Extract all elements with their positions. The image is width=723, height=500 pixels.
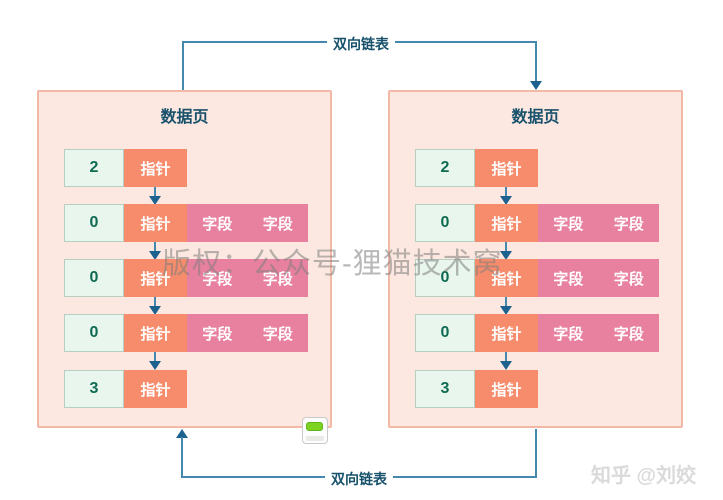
fields-cell: 字段 字段 <box>187 259 308 297</box>
down-arrow-icon <box>498 242 515 260</box>
arrow-up-icon <box>176 429 188 438</box>
record-row: 2 指针 <box>39 149 330 187</box>
field-label: 字段 <box>553 270 584 288</box>
field-label: 字段 <box>262 325 293 343</box>
down-arrow-icon <box>498 297 515 315</box>
field-label: 字段 <box>202 325 233 343</box>
record-row: 2 指针 <box>390 149 681 187</box>
fields-cell: 字段 字段 <box>187 204 308 242</box>
bottom-link-line-left <box>181 437 183 477</box>
record-row: 0 指针 字段 字段 <box>390 314 681 352</box>
record-row: 0 指针 字段 字段 <box>390 204 681 242</box>
data-page-panel-left: 数据页 2 指针 0 指针 字段 字段 0 指针 字段 字段 0 指针 <box>37 90 332 428</box>
field-label: 字段 <box>613 325 644 343</box>
bottom-link-line-right <box>535 429 537 477</box>
collapse-button-icon[interactable] <box>302 417 328 444</box>
record-type-cell: 0 <box>64 259 124 297</box>
panel-title: 数据页 <box>160 109 209 126</box>
pointer-cell: 指针 <box>124 204 187 242</box>
zhihu-watermark: 知乎 @刘姣 <box>591 465 697 487</box>
pointer-cell: 指针 <box>475 259 538 297</box>
field-label: 字段 <box>202 270 233 288</box>
field-label: 字段 <box>553 325 584 343</box>
data-page-panel-right: 数据页 2 指针 0 指针 字段 字段 0 指针 字段 字段 0 指针 <box>388 90 683 428</box>
down-arrow-icon <box>498 187 515 205</box>
field-label: 字段 <box>553 215 584 233</box>
field-label: 字段 <box>613 215 644 233</box>
record-type-cell: 0 <box>415 259 475 297</box>
record-row: 3 指针 <box>390 370 681 408</box>
down-arrow-icon <box>147 187 164 205</box>
down-arrow-icon <box>147 297 164 315</box>
record-type-cell: 0 <box>64 314 124 352</box>
field-label: 字段 <box>613 270 644 288</box>
record-type-cell: 0 <box>415 314 475 352</box>
panel-title: 数据页 <box>511 109 560 126</box>
pointer-cell: 指针 <box>124 259 187 297</box>
fields-cell: 字段 字段 <box>187 314 308 352</box>
pointer-cell: 指针 <box>124 370 187 408</box>
down-arrow-icon <box>147 242 164 260</box>
record-row: 3 指针 <box>39 370 330 408</box>
pointer-cell: 指针 <box>475 314 538 352</box>
top-link-line-right <box>535 42 537 83</box>
top-link-label: 双向链表 <box>327 32 395 56</box>
record-type-cell: 2 <box>415 149 475 187</box>
pointer-cell: 指针 <box>475 149 538 187</box>
arrow-down-icon <box>530 81 542 90</box>
record-type-cell: 0 <box>64 204 124 242</box>
record-row: 0 指针 字段 字段 <box>390 259 681 297</box>
field-label: 字段 <box>262 270 293 288</box>
record-row: 0 指针 字段 字段 <box>39 204 330 242</box>
fields-cell: 字段 字段 <box>538 204 659 242</box>
pointer-cell: 指针 <box>475 204 538 242</box>
pointer-cell: 指针 <box>124 149 187 187</box>
fields-cell: 字段 字段 <box>538 259 659 297</box>
fields-cell: 字段 字段 <box>538 314 659 352</box>
field-label: 字段 <box>262 215 293 233</box>
record-row: 0 指针 字段 字段 <box>39 259 330 297</box>
record-type-cell: 2 <box>64 149 124 187</box>
pointer-cell: 指针 <box>475 370 538 408</box>
down-arrow-icon <box>147 352 164 370</box>
pointer-cell: 指针 <box>124 314 187 352</box>
record-type-cell: 3 <box>415 370 475 408</box>
top-link-line-left <box>182 42 184 90</box>
down-arrow-icon <box>498 352 515 370</box>
record-type-cell: 0 <box>415 204 475 242</box>
copyright-watermark: 版权：公众号-狸猫技术窝 <box>162 248 503 280</box>
field-label: 字段 <box>202 215 233 233</box>
bottom-link-label: 双向链表 <box>325 467 393 491</box>
record-type-cell: 3 <box>64 370 124 408</box>
record-row: 0 指针 字段 字段 <box>39 314 330 352</box>
